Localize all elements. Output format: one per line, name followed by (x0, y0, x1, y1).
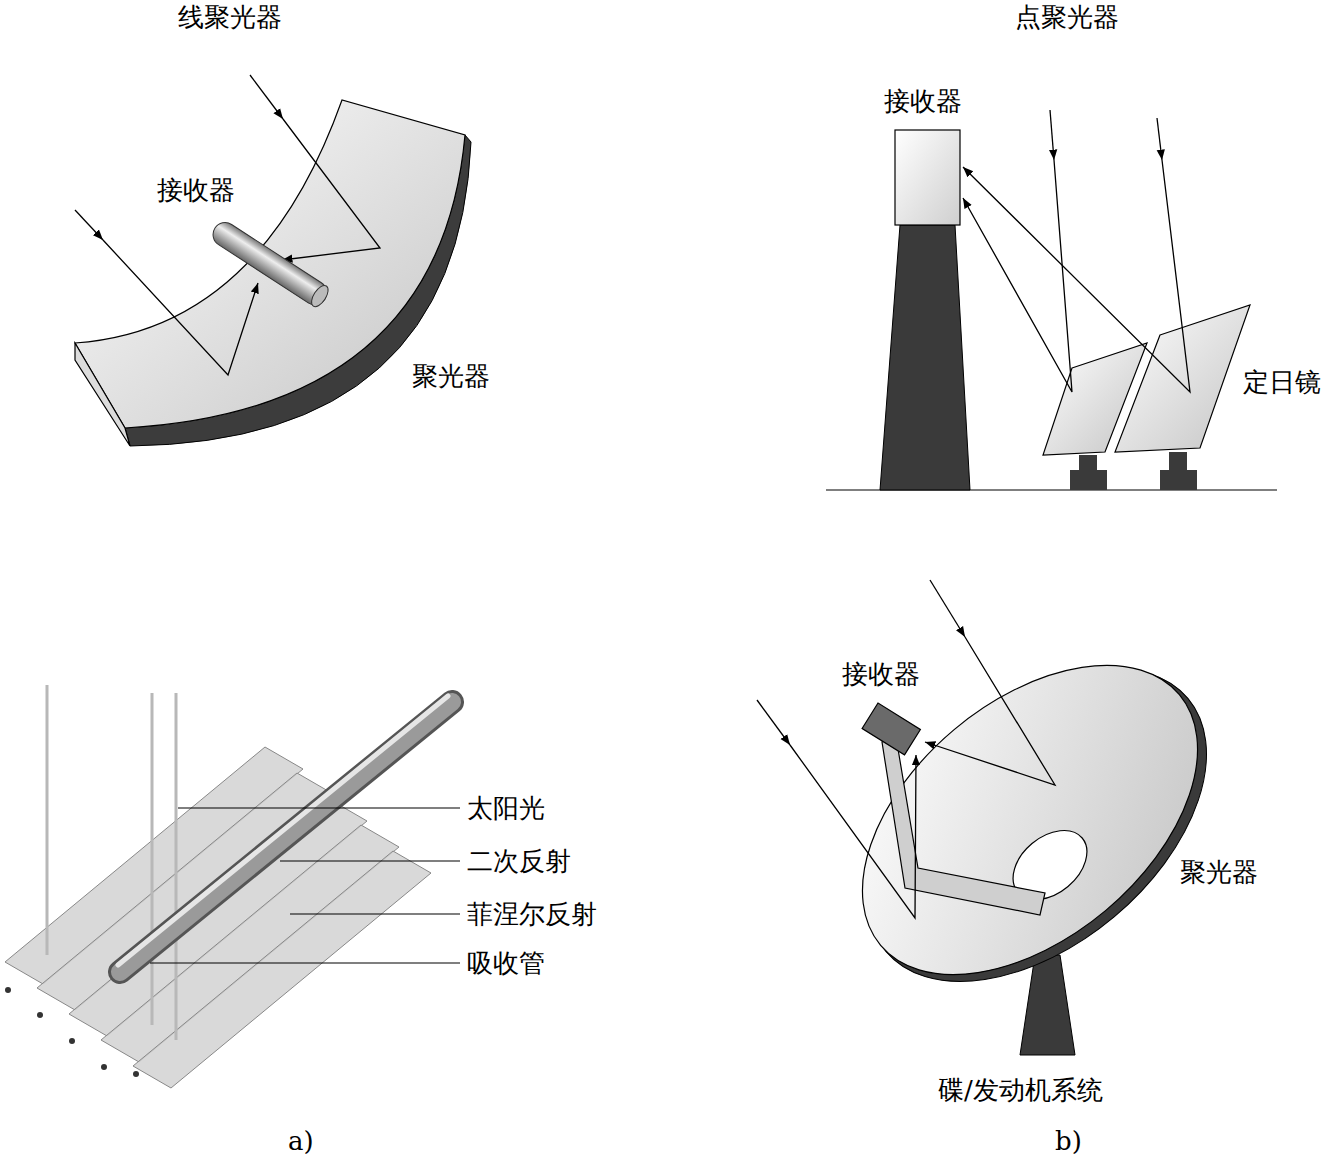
trough-rays-part (250, 75, 283, 119)
part-label: 接收器 (157, 175, 235, 205)
receiver-tube-part (308, 283, 331, 310)
dish-engine (805, 604, 1265, 1055)
leader-lines-part (290, 913, 460, 914)
solar-tower-part (1070, 470, 1107, 490)
part-label: 接收器 (842, 659, 920, 689)
receiver-tube (208, 218, 331, 309)
trough-rays (75, 75, 380, 375)
dish-rays-part (757, 700, 790, 745)
leader-lines-part (150, 962, 460, 963)
dish-rays-part (790, 745, 916, 918)
section-title: 点聚光器 (1015, 2, 1119, 32)
fresnel-supports-part (101, 1064, 107, 1070)
dish-engine-part-part (862, 703, 920, 755)
solar-tower-part (1079, 455, 1097, 470)
subfigure-label: b) (1055, 1126, 1082, 1156)
dish-engine-part (882, 737, 1045, 915)
receiver-tube-part (208, 218, 331, 309)
absorber-tube-part (120, 702, 452, 972)
dish-engine-part (805, 604, 1255, 1035)
system-caption: 碟/发动机系统 (938, 1075, 1103, 1105)
part-label: 定日镜 (1243, 367, 1321, 397)
solar-tower (826, 130, 1277, 490)
sun-rays-part (151, 693, 154, 1025)
tower-rays-part (963, 160, 1072, 392)
part-label: 接收器 (884, 86, 962, 116)
part-label: 聚光器 (412, 361, 490, 391)
callout-label: 吸收管 (467, 948, 545, 978)
section-title: 线聚光器 (178, 2, 282, 32)
parabolic-trough (75, 100, 471, 446)
solar-tower-part (895, 130, 960, 225)
solar-tower-part (880, 225, 970, 490)
dish-engine-part (862, 703, 920, 755)
dish-rays-part (925, 637, 1055, 785)
tower-rays-part (1050, 110, 1054, 160)
trough-rays-part (282, 119, 380, 260)
absorber-tube (118, 696, 452, 972)
solar-tower-part (1169, 452, 1187, 470)
parabolic-trough-part (75, 100, 465, 428)
solar-tower-part (1160, 470, 1197, 490)
callout-label: 菲涅尔反射 (467, 899, 597, 929)
fresnel-mirrors (5, 747, 431, 1088)
callout-label: 二次反射 (467, 846, 571, 876)
absorber-tube-part (118, 696, 448, 965)
tower-rays (963, 110, 1190, 392)
fresnel-supports-part (5, 987, 11, 993)
fresnel-supports-part (37, 1012, 43, 1018)
sun-rays-part (175, 693, 178, 1040)
dish-rays-part (930, 580, 965, 637)
dish-engine-part (1020, 955, 1075, 1055)
leader-lines-part (178, 807, 460, 808)
sun-rays-part (46, 685, 49, 955)
tower-rays-part (963, 160, 1190, 392)
trough-rays-part (103, 240, 258, 375)
parabolic-trough-part (75, 343, 130, 446)
callout-label: 太阳光 (467, 793, 545, 823)
fresnel-supports-part (133, 1071, 139, 1077)
sun-rays (47, 685, 176, 1040)
fresnel-supports (5, 987, 139, 1077)
part-label: 聚光器 (1180, 857, 1258, 887)
dish-rays (757, 580, 1055, 918)
trough-rays-part (75, 210, 103, 240)
tower-rays-part (1157, 118, 1162, 160)
fresnel-mirrors-part (133, 851, 431, 1088)
subfigure-label: a) (288, 1126, 314, 1156)
leader-lines-part (280, 860, 460, 861)
fresnel-supports-part (69, 1038, 75, 1044)
leader-lines (150, 808, 460, 963)
absorber-tube-part (120, 702, 452, 972)
